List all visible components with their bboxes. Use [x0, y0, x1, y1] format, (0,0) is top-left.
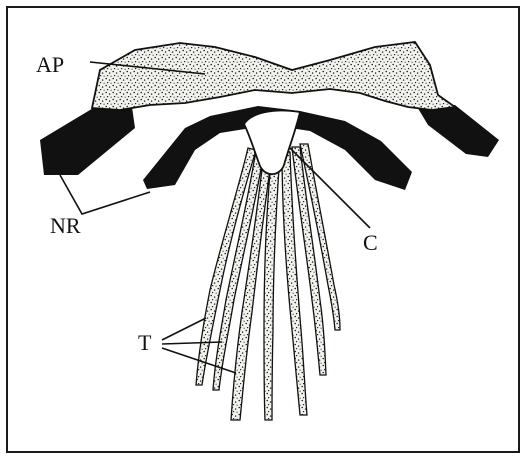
left-outer-nerve-root	[40, 107, 135, 175]
label-c: C	[363, 230, 378, 255]
tentacle-group	[196, 144, 340, 420]
label-nr: NR	[50, 213, 81, 238]
nr-leader-line	[60, 175, 150, 214]
t-leader-line	[162, 318, 206, 340]
t-leader-line	[162, 342, 222, 344]
ap-arch	[92, 42, 455, 110]
right-outer-nerve-root	[416, 105, 499, 157]
label-ap: AP	[36, 52, 64, 77]
label-t: T	[138, 330, 152, 355]
c-cone	[244, 111, 300, 175]
